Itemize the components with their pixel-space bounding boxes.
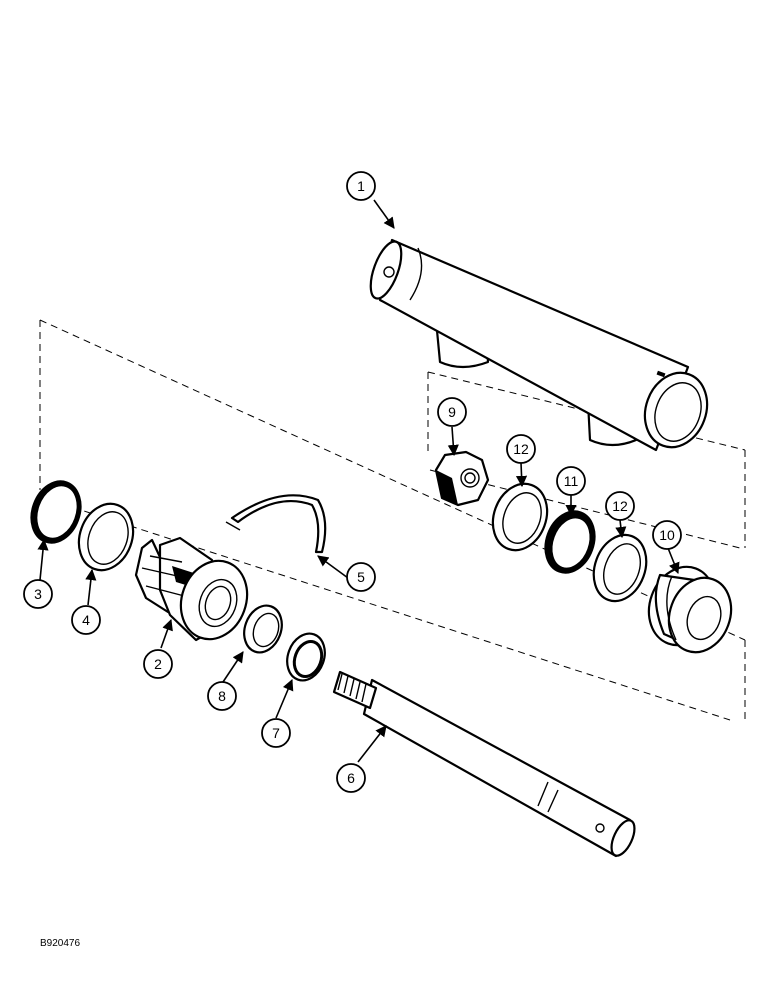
piston (647, 565, 733, 654)
backup-ring-upper (491, 482, 549, 552)
backup-ring-lower (592, 533, 648, 603)
callout-4: 4 (71, 605, 101, 635)
callout-6-label: 6 (347, 770, 355, 786)
callout-10-label: 10 (659, 527, 675, 543)
callout-8: 8 (207, 681, 237, 711)
cylinder-head (134, 536, 249, 642)
callout-4-label: 4 (82, 612, 90, 628)
callout-2-label: 2 (154, 656, 162, 672)
figure-code: B920476 (40, 938, 80, 949)
cylinder-barrel (369, 238, 709, 452)
callout-10: 10 (652, 520, 682, 550)
callout-5: 5 (346, 562, 376, 592)
backup-ring-head (77, 502, 135, 572)
o-ring-piston (544, 510, 596, 574)
callout-1-label: 1 (357, 178, 365, 194)
nut (434, 450, 490, 507)
wear-ring (243, 604, 283, 654)
callout-1: 1 (346, 171, 376, 201)
callout-7: 7 (261, 718, 291, 748)
callout-9-label: 9 (448, 404, 456, 420)
wire-ring (225, 494, 327, 554)
callout-6: 6 (336, 763, 366, 793)
o-ring-head (30, 480, 82, 544)
callout-12-upper: 12 (506, 434, 536, 464)
callout-7-label: 7 (272, 725, 280, 741)
callout-11-label: 11 (564, 473, 579, 489)
callout-5-label: 5 (357, 569, 365, 585)
callout-2: 2 (143, 649, 173, 679)
callout-8-label: 8 (218, 688, 226, 704)
rod-seal (286, 632, 326, 682)
callout-12-lower-label: 12 (612, 498, 628, 514)
leader-lines (37, 199, 680, 763)
callout-11: 11 (556, 466, 586, 496)
piston-rod (332, 670, 636, 858)
callout-12-upper-label: 12 (513, 441, 529, 457)
callout-3-label: 3 (34, 586, 42, 602)
callout-3: 3 (23, 579, 53, 609)
callout-12-lower: 12 (605, 491, 635, 521)
callout-9: 9 (437, 397, 467, 427)
